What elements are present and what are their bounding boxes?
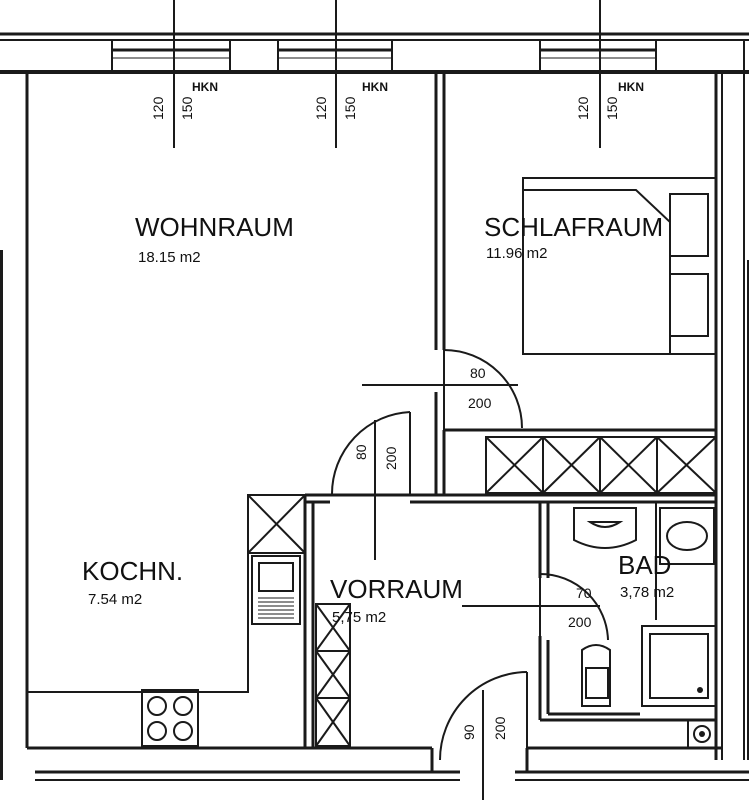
door-height: 200 <box>568 614 592 630</box>
door-living: 80 200 <box>330 411 411 560</box>
room-label-kochn: KOCHN. 7.54 m2 <box>82 556 183 608</box>
window-annotation-2: 120 150 HKN <box>313 80 388 120</box>
wardrobe-hall <box>315 603 351 747</box>
room-label-bad: BAD 3,78 m2 <box>618 550 674 601</box>
room-name: WOHNRAUM <box>135 212 294 242</box>
bathtub-small <box>659 507 715 565</box>
door-height: 200 <box>383 446 399 470</box>
window-sill-height: 120 <box>313 96 329 120</box>
window-sill-height: 120 <box>575 96 591 120</box>
room-name: SCHLAFRAUM <box>484 212 663 242</box>
wardrobe-bedroom <box>444 428 717 494</box>
washbasin <box>573 507 637 549</box>
bottom-wall <box>27 746 749 781</box>
door-bathroom: 70 200 <box>462 573 609 641</box>
top-wall <box>0 0 749 148</box>
room-area: 11.96 m2 <box>486 245 547 262</box>
room-label-schlafraum: SCHLAFRAUM 11.96 m2 <box>484 212 663 262</box>
window-mark: HKN <box>618 80 644 94</box>
door-bedroom: 80 200 <box>362 349 523 430</box>
door-height: 200 <box>492 716 508 740</box>
kitchen-counter <box>27 494 306 747</box>
window-height: 150 <box>604 96 620 120</box>
room-area: 7.54 m2 <box>88 591 142 608</box>
window-sill-height: 120 <box>150 96 166 120</box>
door-width: 80 <box>353 444 369 460</box>
kitchen-sink <box>251 555 301 625</box>
shower-tray <box>641 625 717 707</box>
room-area: 3,78 m2 <box>620 584 674 601</box>
window-mark: HKN <box>362 80 388 94</box>
room-area: 5,75 m2 <box>332 609 386 626</box>
door-height: 200 <box>468 395 492 411</box>
partition-wall-living-bedroom <box>434 72 446 495</box>
double-bed <box>522 177 717 355</box>
room-name: VORRAUM <box>330 574 463 604</box>
window-mark: HKN <box>192 80 218 94</box>
room-label-vorraum: VORRAUM 5,75 m2 <box>330 574 463 626</box>
room-name: KOCHN. <box>82 556 183 586</box>
partition-wall-hall <box>305 493 716 504</box>
left-wall <box>0 72 29 780</box>
bathroom-walls <box>538 502 716 722</box>
right-wall <box>714 40 749 760</box>
window-height: 150 <box>179 96 195 120</box>
door-width: 90 <box>461 724 477 740</box>
window-height: 150 <box>342 96 358 120</box>
room-label-wohnraum: WOHNRAUM 18.15 m2 <box>135 212 294 266</box>
hall-left-wall <box>303 495 315 748</box>
door-entrance: 90 200 <box>439 671 528 800</box>
stove <box>141 689 199 747</box>
window-annotation-1: 120 150 HKN <box>150 80 218 120</box>
toilet <box>581 644 611 707</box>
boiler <box>687 719 717 749</box>
door-width: 70 <box>576 585 592 601</box>
window-annotation-3: 120 150 HKN <box>575 80 644 120</box>
door-width: 80 <box>470 365 486 381</box>
room-area: 18.15 m2 <box>138 249 201 266</box>
room-name: BAD <box>618 550 671 580</box>
